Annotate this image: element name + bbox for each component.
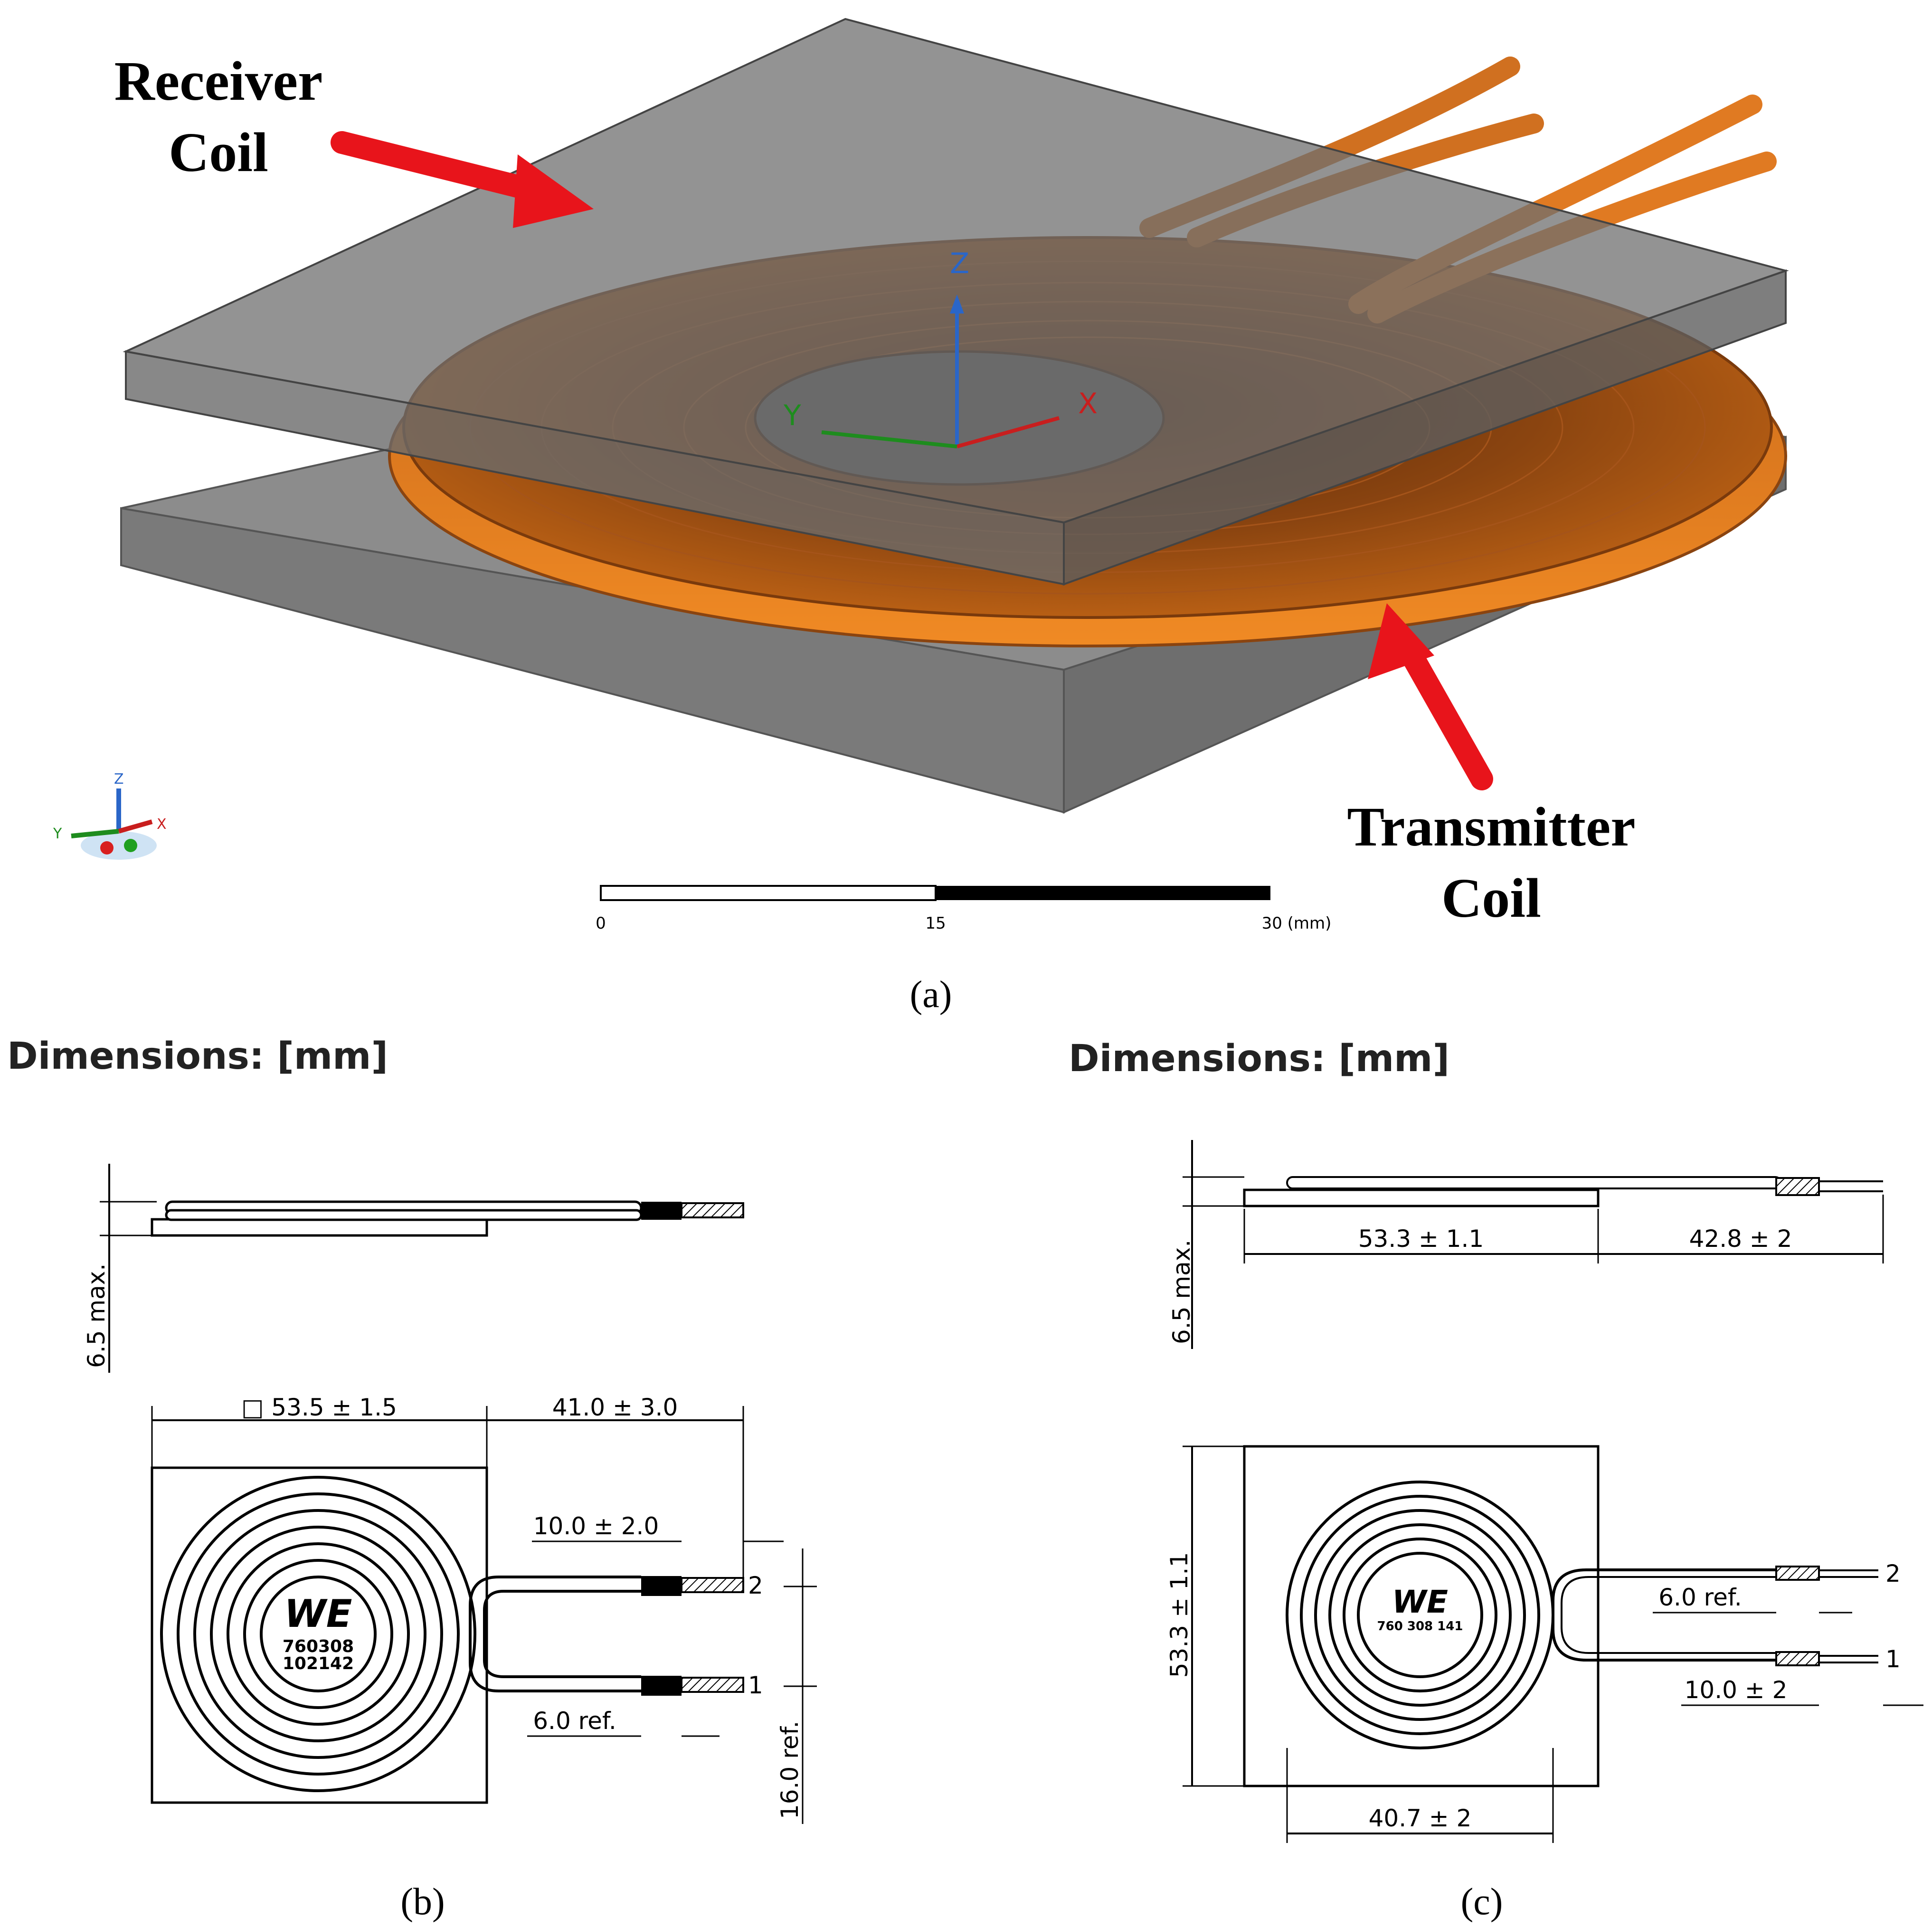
panel-a: Z X Y Z X Y Receiver Coil Transmitt bbox=[53, 18, 1789, 1016]
axis-x-label: X bbox=[1078, 387, 1098, 420]
svg-text:Y: Y bbox=[53, 826, 62, 842]
b-dim-lead: 41.0 ± 3.0 bbox=[552, 1394, 678, 1421]
receiver-label-line1: Receiver bbox=[114, 50, 323, 112]
b-part-line1: 760308 bbox=[283, 1637, 354, 1656]
transmitter-label-line2: Coil bbox=[1441, 867, 1541, 929]
scale-bar: 0 15 30 (mm) bbox=[596, 885, 1332, 933]
svg-text:Z: Z bbox=[114, 771, 124, 788]
caption-c: (c) bbox=[1461, 1881, 1503, 1923]
axis-y-label: Y bbox=[783, 399, 801, 432]
axis-z-label: Z bbox=[950, 247, 969, 280]
b-logo: WE bbox=[284, 1592, 352, 1636]
receiver-arrow bbox=[331, 131, 594, 228]
b-part-line2: 102142 bbox=[283, 1654, 354, 1673]
c-dim-coil: 40.7 ± 2 bbox=[1369, 1805, 1472, 1832]
c-dim-tin: 10.0 ± 2 bbox=[1685, 1676, 1788, 1704]
svg-text:X: X bbox=[157, 816, 167, 833]
c-dim-side: 53.3 ± 1.1 bbox=[1165, 1552, 1193, 1678]
panel-b: Dimensions: [mm] 6.5 max. □ 53.5 ± 1.5 4… bbox=[7, 1035, 817, 1923]
transmitter-label-line1: Transmitter bbox=[1347, 796, 1635, 858]
axis-triad: Z X Y bbox=[783, 247, 1098, 448]
scale-tick-30: 30 (mm) bbox=[1262, 914, 1332, 933]
b-dim-tin: 10.0 ± 2.0 bbox=[533, 1512, 659, 1540]
b-pin1: 1 bbox=[748, 1672, 763, 1699]
caption-b: (b) bbox=[400, 1881, 445, 1923]
view-orientation-icon: Z X Y bbox=[53, 771, 167, 860]
scale-tick-0: 0 bbox=[596, 914, 606, 933]
b-side-view: 6.5 max. bbox=[83, 1164, 744, 1373]
panel-c-title: Dimensions: [mm] bbox=[1069, 1037, 1449, 1080]
caption-a: (a) bbox=[910, 974, 952, 1016]
panel-c: Dimensions: [mm] 6.5 max. 53.3 ± 1.1 42.… bbox=[1069, 1037, 1923, 1923]
panel-b-title: Dimensions: [mm] bbox=[7, 1035, 388, 1078]
b-dim-square: □ 53.5 ± 1.5 bbox=[241, 1394, 397, 1421]
b-dim-ref: 6.0 ref. bbox=[533, 1707, 616, 1735]
c-logo: WE bbox=[1392, 1584, 1448, 1620]
b-top-view: □ 53.5 ± 1.5 41.0 ± 3.0 WE 760308 102142… bbox=[151, 1394, 817, 1824]
c-pin1: 1 bbox=[1885, 1645, 1901, 1673]
c-dim-height: 6.5 max. bbox=[1168, 1240, 1195, 1344]
b-pin2: 2 bbox=[748, 1572, 763, 1599]
transmitter-arrow bbox=[1368, 603, 1493, 790]
c-dim-ref: 6.0 ref. bbox=[1658, 1584, 1742, 1611]
c-dim-lead: 42.8 ± 2 bbox=[1689, 1225, 1792, 1253]
c-side-view: 6.5 max. 53.3 ± 1.1 42.8 ± 2 bbox=[1168, 1140, 1884, 1349]
b-dim-height: 6.5 max. bbox=[83, 1263, 110, 1368]
c-dim-width: 53.3 ± 1.1 bbox=[1358, 1225, 1484, 1253]
scale-tick-15: 15 bbox=[925, 914, 946, 933]
receiver-plate bbox=[123, 18, 1789, 586]
b-dim-pitch: 16.0 ref. bbox=[776, 1721, 804, 1819]
c-part: 760 308 141 bbox=[1377, 1619, 1463, 1634]
receiver-label-line2: Coil bbox=[169, 121, 268, 183]
c-top-view: WE 760 308 141 2 1 6.0 ref. 10.0 ± 2 53.… bbox=[1165, 1445, 1923, 1843]
c-pin2: 2 bbox=[1885, 1560, 1901, 1587]
